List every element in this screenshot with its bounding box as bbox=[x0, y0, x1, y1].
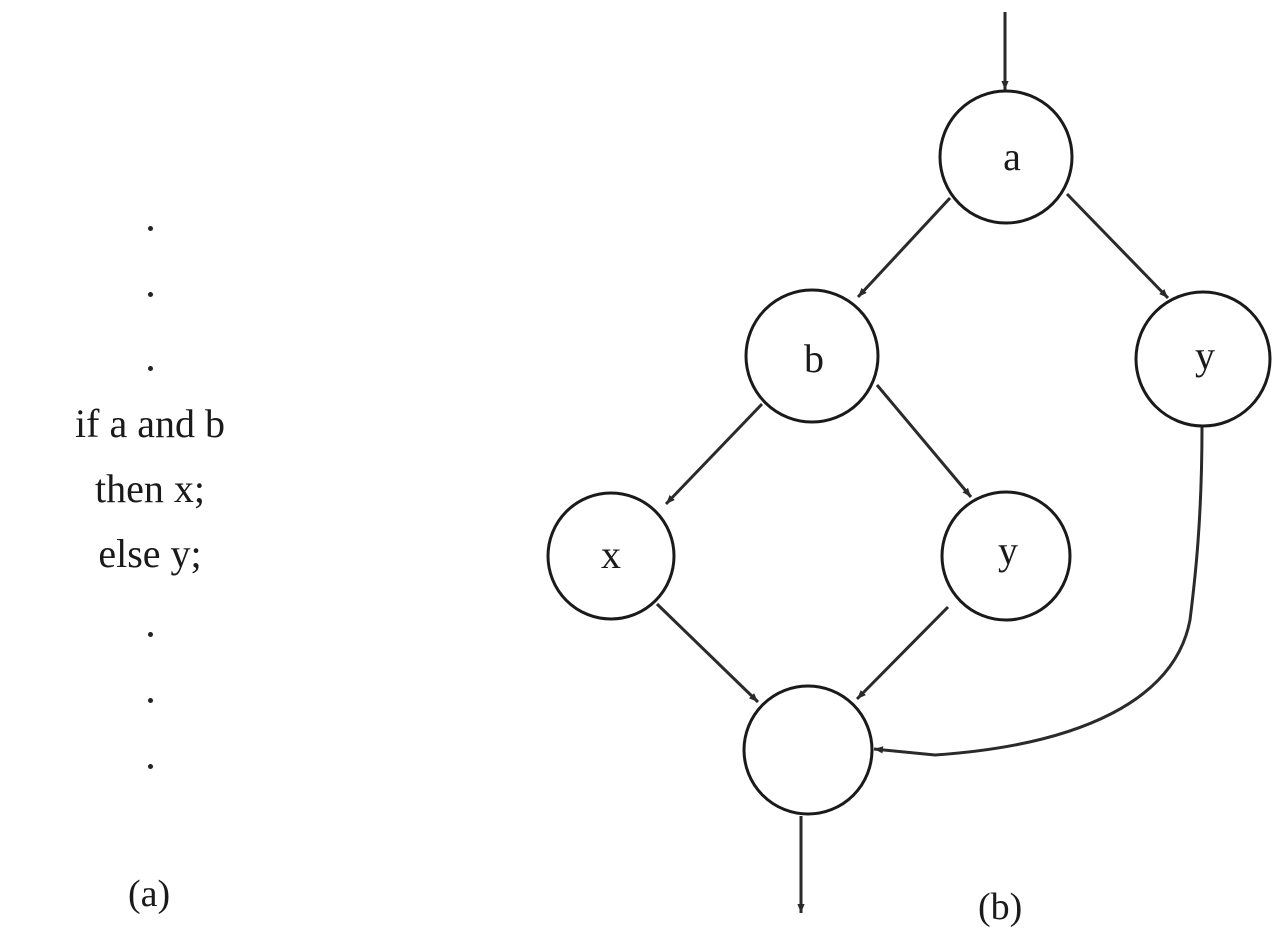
ellipsis-dot bbox=[148, 632, 153, 637]
node-b-label: b bbox=[804, 336, 824, 381]
node-x-label: x bbox=[601, 532, 621, 577]
caption-b: (b) bbox=[978, 886, 1023, 928]
ellipsis-dot bbox=[148, 292, 153, 297]
node-x: x bbox=[546, 491, 676, 621]
node-y-right: y bbox=[1134, 290, 1272, 428]
ellipsis-dot bbox=[148, 366, 153, 371]
ellipsis-dot bbox=[148, 764, 153, 769]
edge-a-y bbox=[1065, 192, 1170, 300]
code-line-else: else y; bbox=[98, 531, 202, 576]
ellipsis-dot bbox=[148, 226, 153, 231]
edge-y-join bbox=[855, 605, 950, 701]
ellipsis-dot bbox=[148, 698, 153, 703]
node-y-right-label: y bbox=[1195, 333, 1215, 378]
node-a-label: a bbox=[1003, 134, 1021, 179]
node-a: a bbox=[938, 89, 1074, 225]
edge-b-x bbox=[664, 402, 764, 506]
edge-y-join-curved bbox=[873, 425, 1204, 757]
edge-a-b bbox=[856, 196, 952, 299]
code-line-if: if a and b bbox=[75, 401, 225, 446]
edge-b-y bbox=[875, 384, 973, 498]
node-join bbox=[742, 684, 874, 816]
code-line-then: then x; bbox=[95, 466, 205, 511]
node-b: b bbox=[744, 288, 880, 424]
edge-x-join bbox=[655, 602, 760, 704]
caption-a: (a) bbox=[128, 873, 171, 915]
node-y-middle: y bbox=[940, 490, 1072, 622]
node-y-middle-label: y bbox=[998, 528, 1018, 573]
